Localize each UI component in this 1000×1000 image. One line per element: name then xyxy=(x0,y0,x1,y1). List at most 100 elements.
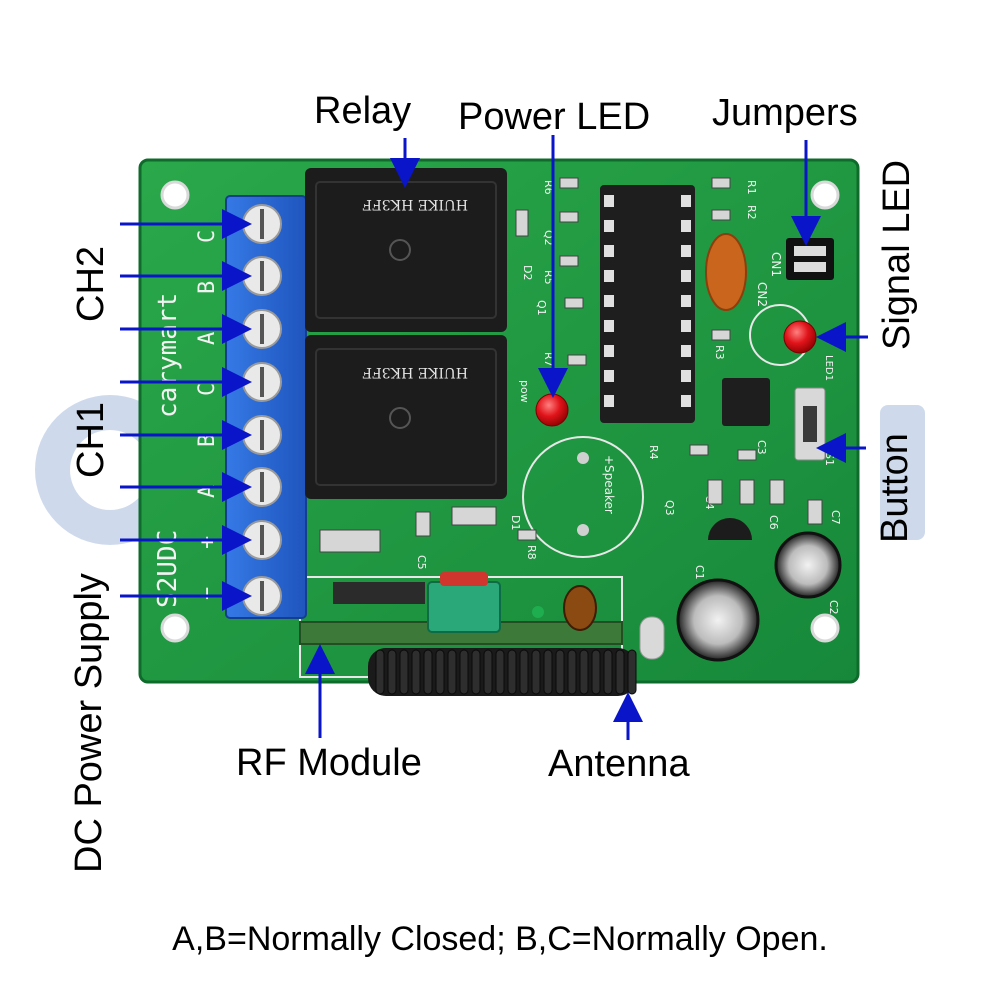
label-dc-power-supply: DC Power Supply xyxy=(68,573,110,873)
power-led xyxy=(535,393,569,427)
ic-pin xyxy=(604,345,614,357)
ic-pin xyxy=(604,295,614,307)
smd-part xyxy=(564,297,584,309)
smd-part xyxy=(515,209,529,237)
decoder-ic xyxy=(600,185,695,423)
smd-components xyxy=(319,177,823,553)
label-ch2: CH2 xyxy=(70,245,112,322)
capacitor-c3: C3 xyxy=(755,440,768,455)
smd-part xyxy=(559,255,579,267)
smd-part xyxy=(567,354,587,366)
capacitor-c5: C5 xyxy=(415,555,428,570)
resistor-r1: R1 xyxy=(745,180,758,195)
terminal-letter-2: B xyxy=(195,281,220,294)
antenna-coil xyxy=(368,648,637,696)
smd-part xyxy=(807,499,823,525)
diode-d2: D2 xyxy=(521,265,534,280)
ic-pin xyxy=(681,220,691,232)
terminal-screw xyxy=(242,576,282,616)
label-button: Button xyxy=(874,433,916,543)
ic-pin xyxy=(681,345,691,357)
smd-part xyxy=(517,529,537,541)
speaker-marking: +Speaker xyxy=(602,455,616,514)
smd-part xyxy=(451,506,497,526)
smd-part xyxy=(711,209,731,221)
ic-pin xyxy=(681,370,691,382)
terminal-screw xyxy=(242,467,282,507)
terminal-screw xyxy=(242,362,282,402)
resistor-r2: R2 xyxy=(745,205,758,220)
terminal-letter-1: C xyxy=(195,230,220,243)
terminal-screw xyxy=(242,415,282,455)
ic-pin xyxy=(604,270,614,282)
ic-pin xyxy=(681,295,691,307)
screw-terminal-block xyxy=(225,195,307,619)
signal-led xyxy=(783,320,817,354)
smd-part xyxy=(415,511,431,537)
smd-part xyxy=(711,177,731,189)
resistor-r3: R3 xyxy=(713,345,726,360)
terminal-letter-4: C xyxy=(195,383,220,396)
smd-part xyxy=(769,479,785,505)
smd-part xyxy=(739,479,755,505)
capacitor-c1: C1 xyxy=(693,565,706,580)
ceramic-capacitor xyxy=(705,233,747,311)
capacitor-c6: C6 xyxy=(767,515,780,530)
ic-pin xyxy=(681,320,691,332)
terminal-screw xyxy=(242,520,282,560)
electrolytic-capacitor-c2 xyxy=(774,531,842,599)
smd-part xyxy=(707,479,723,505)
brand-marking: carymart xyxy=(153,293,183,418)
label-jumpers: Jumpers xyxy=(712,92,858,134)
smd-part xyxy=(559,177,579,189)
led1-marking: LED1 xyxy=(823,355,834,381)
ic-pin xyxy=(604,370,614,382)
terminal-letter-5: B xyxy=(195,434,220,447)
smd-part xyxy=(319,529,381,553)
relay-ch1-print: HUIKE HK3FF xyxy=(362,364,468,380)
terminal-letter-8: − xyxy=(195,587,220,600)
terminal-screw xyxy=(242,204,282,244)
label-relay: Relay xyxy=(314,90,412,132)
relay-ch2: HUIKE HK3FF xyxy=(305,168,507,332)
terminal-letter-3: A xyxy=(195,332,220,345)
relay-ch1: HUIKE HK3FF xyxy=(305,335,507,499)
ic-pin xyxy=(681,270,691,282)
silkscreen-text: carymart S2UDC C B A C B A + − +Speaker … xyxy=(153,180,842,615)
label-ch1: CH1 xyxy=(70,401,112,478)
ic-pin xyxy=(604,395,614,407)
smd-part xyxy=(689,444,709,456)
relay-ch2-print: HUIKE HK3FF xyxy=(362,196,468,212)
cn2-marking: CN2 xyxy=(755,282,769,307)
capacitor-c2: C2 xyxy=(827,600,840,615)
diode-d1: D1 xyxy=(509,515,522,530)
callout-arrows xyxy=(120,135,868,740)
ic-pin xyxy=(604,245,614,257)
smd-part xyxy=(559,211,579,223)
label-power-led: Power LED xyxy=(458,96,651,138)
terminal-screw xyxy=(242,256,282,296)
transistor-q3: Q3 xyxy=(663,500,676,516)
ic-pin xyxy=(681,395,691,407)
ic-pin xyxy=(604,195,614,207)
rf-module xyxy=(299,572,623,645)
cn1-marking: CN1 xyxy=(769,252,783,277)
crystal xyxy=(639,616,665,660)
ic-pin xyxy=(604,220,614,232)
footnote: A,B=Normally Closed; B,C=Normally Open. xyxy=(172,920,828,958)
pow-marking: pow xyxy=(518,380,531,403)
voltage-regulator xyxy=(708,518,752,540)
smd-part xyxy=(711,329,731,341)
resistor-r4: R4 xyxy=(647,445,660,460)
terminal-screw xyxy=(242,309,282,349)
transistor-q1: Q1 xyxy=(535,300,548,316)
terminal-letter-7: + xyxy=(195,536,220,549)
label-rf-module: RF Module xyxy=(236,742,422,784)
tactile-button xyxy=(794,387,826,461)
label-signal-led: Signal LED xyxy=(876,159,918,350)
ic-pin xyxy=(604,320,614,332)
ic-pin xyxy=(681,195,691,207)
small-chip xyxy=(722,378,770,426)
